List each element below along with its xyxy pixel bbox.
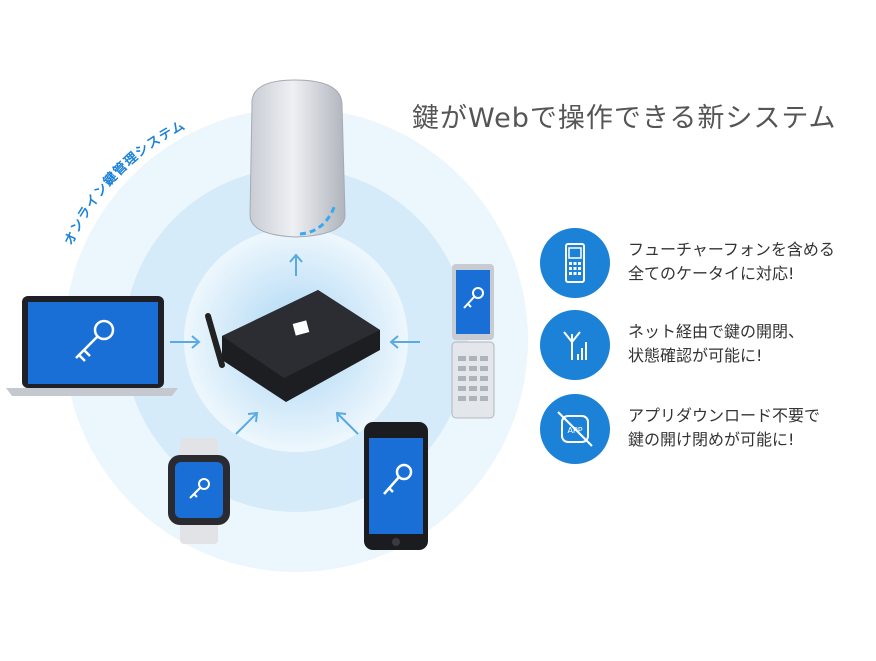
- feature-line: フューチャーフォンを含める: [628, 240, 835, 259]
- smartwatch-device: [168, 438, 230, 544]
- arrow-from-feature-phone: [389, 335, 420, 349]
- key-icon: [75, 319, 115, 362]
- arrow-from-smartwatch: [235, 411, 259, 435]
- feature-line: 全てのケータイに対応!: [628, 264, 795, 283]
- feature-phone-icon: [540, 228, 610, 298]
- feature-phone-device: [451, 264, 495, 419]
- feature-item: ネット経由で鍵の開閉、 状態確認が可能に!: [540, 310, 870, 380]
- smartphone-device: [364, 422, 428, 550]
- no-app-icon: APP: [540, 394, 610, 464]
- laptop-device: [6, 296, 178, 396]
- arrow-from-smartphone: [335, 411, 359, 435]
- feature-text: ネット経由で鍵の開閉、 状態確認が可能に!: [628, 320, 804, 368]
- feature-line: 状態確認が可能に!: [628, 346, 763, 365]
- hub-device: [205, 290, 380, 402]
- page-title: 鍵がWebで操作できる新システム: [412, 103, 837, 134]
- feature-item: フューチャーフォンを含める 全てのケータイに対応!: [540, 228, 870, 298]
- hub-logo: [292, 320, 310, 336]
- arrow-from-server: [289, 253, 303, 276]
- feature-text: アプリダウンロード不要で 鍵の開け閉めが可能に!: [628, 404, 820, 452]
- feature-text: フューチャーフォンを含める 全てのケータイに対応!: [628, 238, 835, 286]
- key-icon: [383, 463, 413, 495]
- key-icon: [189, 478, 210, 499]
- feature-item: APP アプリダウンロード不要で 鍵の開け閉めが可能に!: [540, 394, 870, 464]
- signal-icon: [540, 310, 610, 380]
- arrow-from-laptop: [170, 335, 201, 349]
- feature-line: ネット経由で鍵の開閉、: [628, 322, 805, 341]
- key-icon: [463, 287, 484, 309]
- server-device: [249, 79, 346, 238]
- feature-line: アプリダウンロード不要で: [628, 406, 821, 425]
- feature-line: 鍵の開け閉めが可能に!: [628, 430, 795, 449]
